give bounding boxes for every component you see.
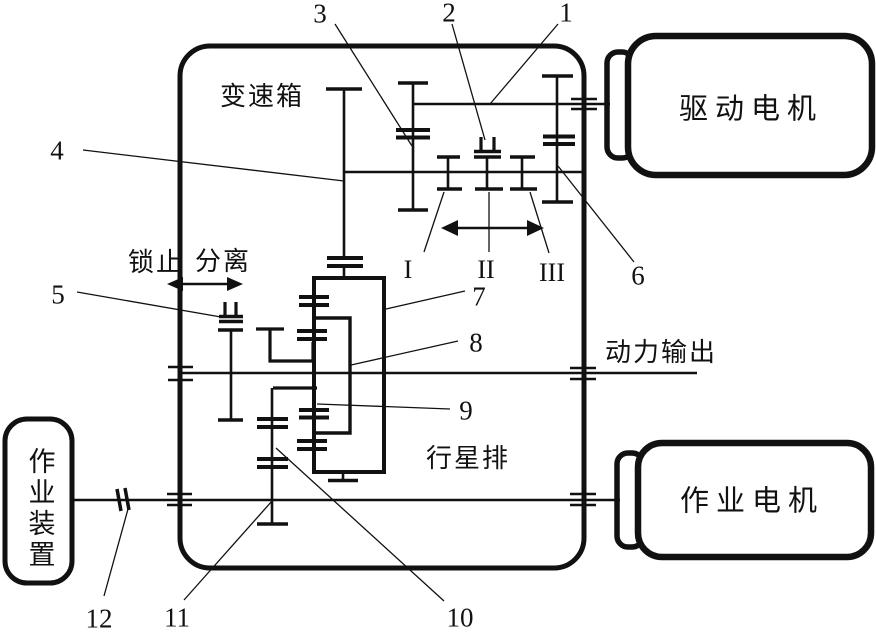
leader-8 xyxy=(350,340,459,366)
leader-7 xyxy=(385,290,466,310)
shift-arrow xyxy=(441,220,544,236)
part-label-10: 10 xyxy=(446,602,474,633)
clutch-disc-column xyxy=(218,328,243,422)
lock-label: 锁止 xyxy=(127,248,185,277)
leader-I xyxy=(423,191,445,253)
planet-gear-meshes xyxy=(297,295,329,451)
bearing-marks xyxy=(167,97,597,507)
leader-3 xyxy=(334,23,413,147)
part-label-5: 5 xyxy=(51,279,65,310)
part-label-8: 8 xyxy=(469,327,483,358)
part-label-11: 11 xyxy=(164,602,190,633)
leader-III xyxy=(529,191,550,254)
leader-11 xyxy=(183,500,273,601)
part-label-1: 1 xyxy=(559,0,573,28)
work-motor-box xyxy=(614,439,875,561)
gear-position-III: III xyxy=(539,258,565,287)
part-label-12: 12 xyxy=(85,603,113,634)
part-label-9: 9 xyxy=(459,395,473,426)
leader-6 xyxy=(557,165,635,263)
part-label-6: 6 xyxy=(631,260,645,291)
sliding-gear-III xyxy=(510,155,537,191)
work-device-label: 作业装置 xyxy=(24,447,55,571)
gear-column-3 xyxy=(396,81,430,212)
planet-carrier-frame xyxy=(312,276,386,483)
leader-2 xyxy=(451,23,486,141)
input-gear-column xyxy=(326,87,363,278)
leader-5 xyxy=(76,291,222,318)
sliding-gear-II xyxy=(474,137,503,191)
drive-motor-box xyxy=(604,32,876,179)
gear-column-6 xyxy=(542,74,575,204)
leader-12 xyxy=(103,508,129,597)
gearbox-outline xyxy=(177,43,587,571)
planetary-label: 行星排 xyxy=(425,444,511,473)
sliding-gear-I xyxy=(437,155,462,191)
leader-1 xyxy=(489,23,559,105)
sun-gear-bracket-8 xyxy=(314,316,352,435)
ring-gear-column-10 xyxy=(257,388,288,526)
power-output-label: 动力输出 xyxy=(604,338,718,367)
part-label-3: 3 xyxy=(313,0,327,29)
release-label: 分离 xyxy=(194,247,252,276)
part-label-7: 7 xyxy=(472,281,486,312)
drive-motor-label: 驱动电机 xyxy=(678,93,824,126)
lock-release-arrow xyxy=(167,277,243,291)
leader-10 xyxy=(275,447,445,602)
leader-4 xyxy=(82,149,345,182)
work-motor-label: 作业电机 xyxy=(679,485,825,518)
coupling-symbol xyxy=(115,487,131,512)
shift-fork-2 xyxy=(479,137,496,151)
part-label-4: 4 xyxy=(50,135,64,166)
part-label-2: 2 xyxy=(442,0,456,28)
gear-position-II: II xyxy=(477,255,495,284)
leader-9 xyxy=(316,403,451,410)
gear-position-I: I xyxy=(403,255,413,284)
gearbox-label: 变速箱 xyxy=(219,82,305,111)
leader-lines xyxy=(76,23,635,602)
clutch-fork-5 xyxy=(219,302,243,324)
